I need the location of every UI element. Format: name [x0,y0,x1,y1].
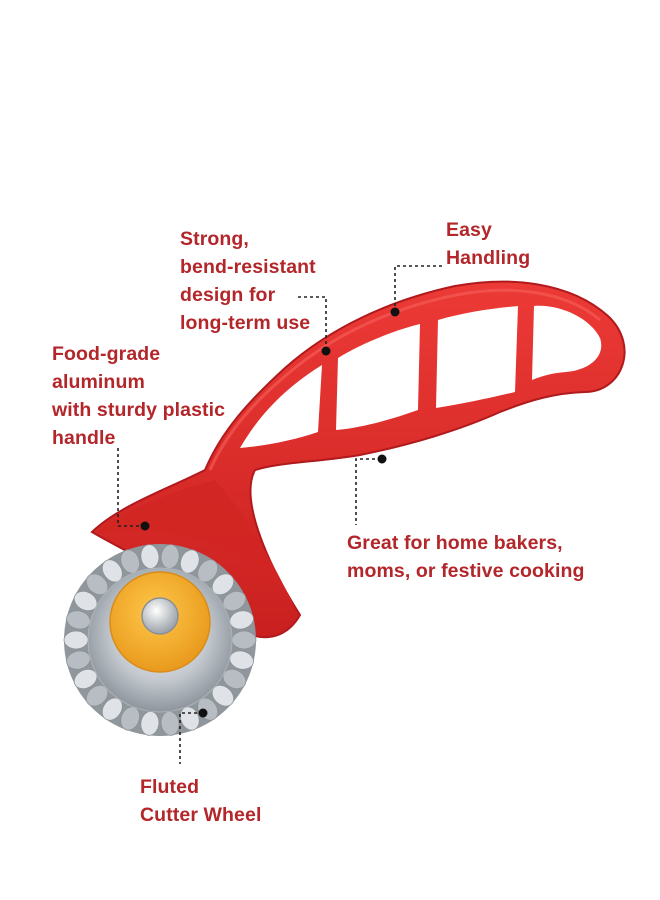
callout-easy-handling: Easy Handling [446,216,530,272]
callout-line: Easy [446,219,492,241]
callout-line: with sturdy plastic [52,399,226,421]
callout-great-for-bakers: Great for home bakers, moms, or festive … [347,529,585,585]
axle-pin [141,597,179,635]
leader-lines [117,265,442,764]
wheel-flute [231,630,257,650]
callout-line: handle [52,427,116,449]
callout-line: Cutter Wheel [140,804,262,826]
dot-fluted [198,708,208,718]
dot-food [140,521,150,531]
red-handle [90,280,626,639]
dot-great [377,454,387,464]
callout-line: design for [180,284,276,306]
dot-strong [321,346,331,356]
callout-line: Strong, [180,228,249,250]
fluted-cutter-wheel [63,544,257,736]
leader-great [355,458,381,525]
leader-dots [140,307,400,718]
callout-line: Handling [446,247,531,269]
callout-line: Food-grade [52,343,161,365]
callout-strong-design: Strong, bend-resistant design for long-t… [180,225,316,337]
callout-line: aluminum [52,371,145,393]
leader-food [117,448,144,527]
callout-fluted-wheel: Fluted Cutter Wheel [140,773,261,829]
wheel-flute [63,630,89,650]
callout-food-grade: Food-grade aluminum with sturdy plastic … [52,340,225,452]
callout-line: long-term use [180,312,311,334]
callout-line: bend-resistant [180,256,316,278]
callout-line: Great for home bakers, [347,532,563,554]
callout-line: moms, or festive cooking [347,560,585,582]
leader-fluted [179,712,203,764]
callout-line: Fluted [140,776,200,798]
dot-easy [390,307,400,317]
